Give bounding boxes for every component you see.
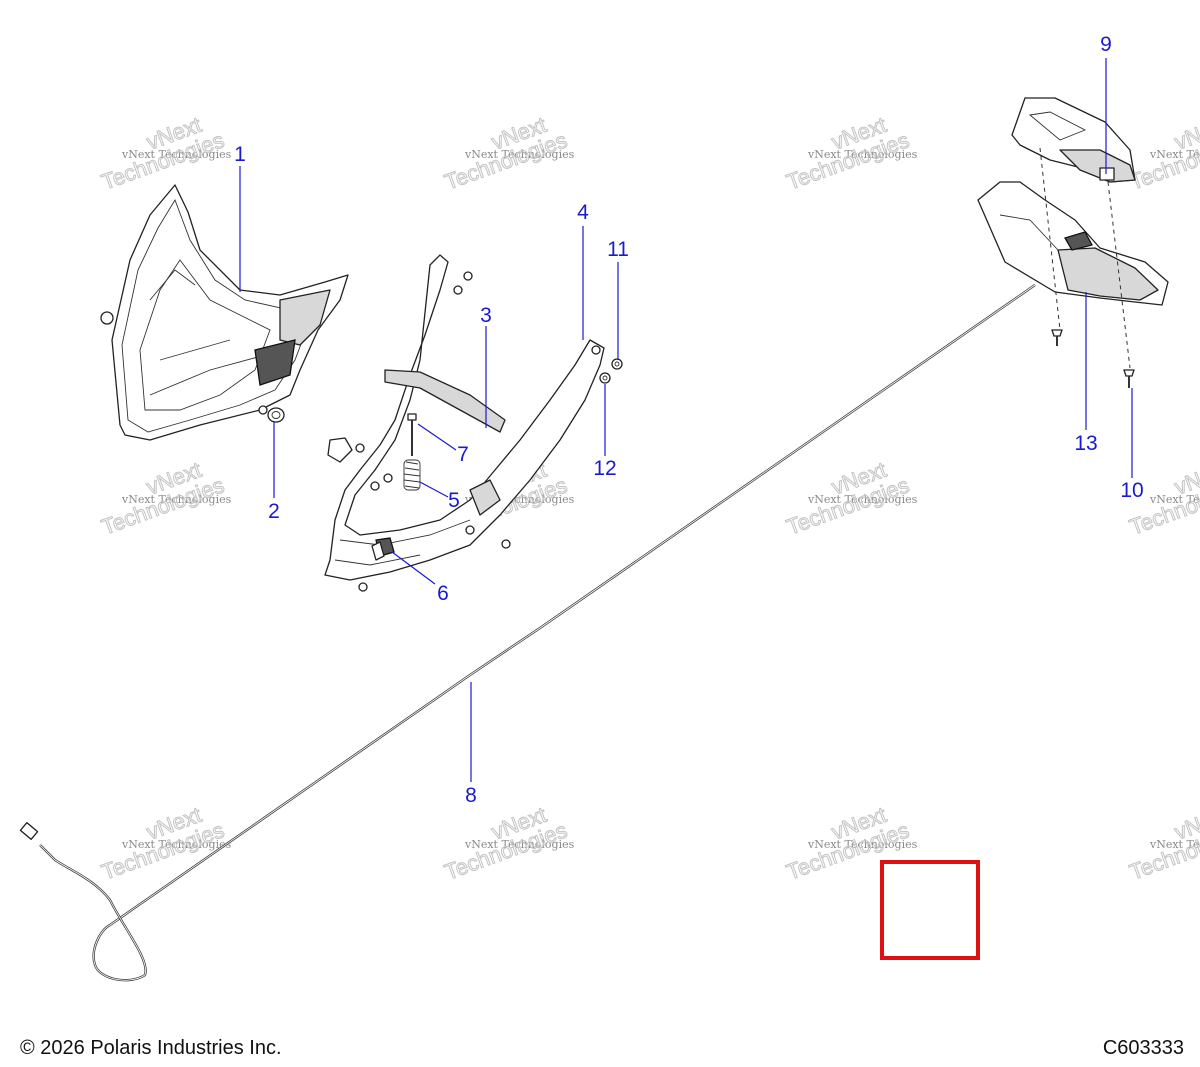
svg-text:vNext Technologies: vNext Technologies (807, 148, 918, 161)
watermark: vNext vNext Technologies Technologies (1126, 111, 1200, 195)
tail-light-housing[interactable] (977, 147, 1169, 369)
watermark: vNext vNext Technologies Technologies (441, 801, 575, 885)
adjuster-knob[interactable] (371, 537, 395, 561)
callout-11: 11 (607, 238, 629, 261)
watermark: vNext vNext Technologies Technologies (98, 111, 232, 195)
fasteners[interactable] (358, 271, 511, 592)
svg-text:vNext Technologies: vNext Technologies (1149, 838, 1200, 851)
callout-13: 13 (1074, 432, 1097, 455)
svg-text:vNext Technologies: vNext Technologies (807, 838, 918, 851)
watermark-text: vNext Technologies (121, 148, 232, 161)
watermark: vNext vNext Technologies Technologies (783, 111, 918, 195)
callout-1: 1 (234, 143, 246, 166)
watermark: vNext vNext Technologies Technologies (98, 456, 232, 540)
callout-4: 4 (577, 201, 589, 224)
svg-text:vNext Technologies: vNext Technologies (121, 838, 232, 851)
wire-harness[interactable] (19, 284, 1036, 982)
callout-8: 8 (465, 784, 477, 807)
tail-light-cover[interactable] (1011, 97, 1136, 183)
svg-text:vNext Technologies: vNext Technologies (121, 493, 232, 506)
svg-text:vNext Technologies: vNext Technologies (807, 493, 918, 506)
watermark: vNext vNext Technologies Technologies (441, 111, 575, 195)
o-ring[interactable] (258, 405, 285, 423)
watermark: vNext vNext Technologies Technologies (1126, 801, 1200, 885)
housing-screw[interactable] (1051, 329, 1135, 388)
diagram-code: C603333 (1102, 1037, 1184, 1059)
spring[interactable] (403, 459, 421, 491)
adjuster-screw[interactable] (407, 413, 417, 456)
svg-text:vNext Technologies: vNext Technologies (464, 148, 575, 161)
bolt[interactable] (611, 358, 623, 370)
headlight-bracket[interactable] (324, 254, 605, 581)
callout-5: 5 (448, 489, 460, 512)
callout-2: 2 (268, 500, 280, 523)
headlight-assembly[interactable] (100, 184, 349, 441)
watermark: vNext vNext Technologies Technologies (98, 801, 232, 885)
leader-lines (239, 58, 1133, 782)
svg-text:vNext Technologies: vNext Technologies (1149, 148, 1200, 161)
watermark: vNext vNext Technologies Technologies (783, 456, 918, 540)
callout-9: 9 (1100, 33, 1112, 56)
callout-3: 3 (480, 304, 492, 327)
svg-text:vNext Technologies: vNext Technologies (1149, 493, 1200, 506)
callout-6: 6 (437, 582, 449, 605)
svg-text:vNext Technologies: vNext Technologies (464, 838, 575, 851)
callout-12: 12 (593, 457, 616, 480)
copyright-text: © 2026 Polaris Industries Inc. (20, 1037, 282, 1059)
callout-7: 7 (457, 443, 469, 466)
callouts: 1 2 3 4 5 6 7 8 9 10 11 12 13 (234, 33, 1144, 807)
highlight-box (880, 860, 980, 960)
callout-10: 10 (1120, 479, 1143, 502)
washer[interactable] (599, 372, 611, 384)
